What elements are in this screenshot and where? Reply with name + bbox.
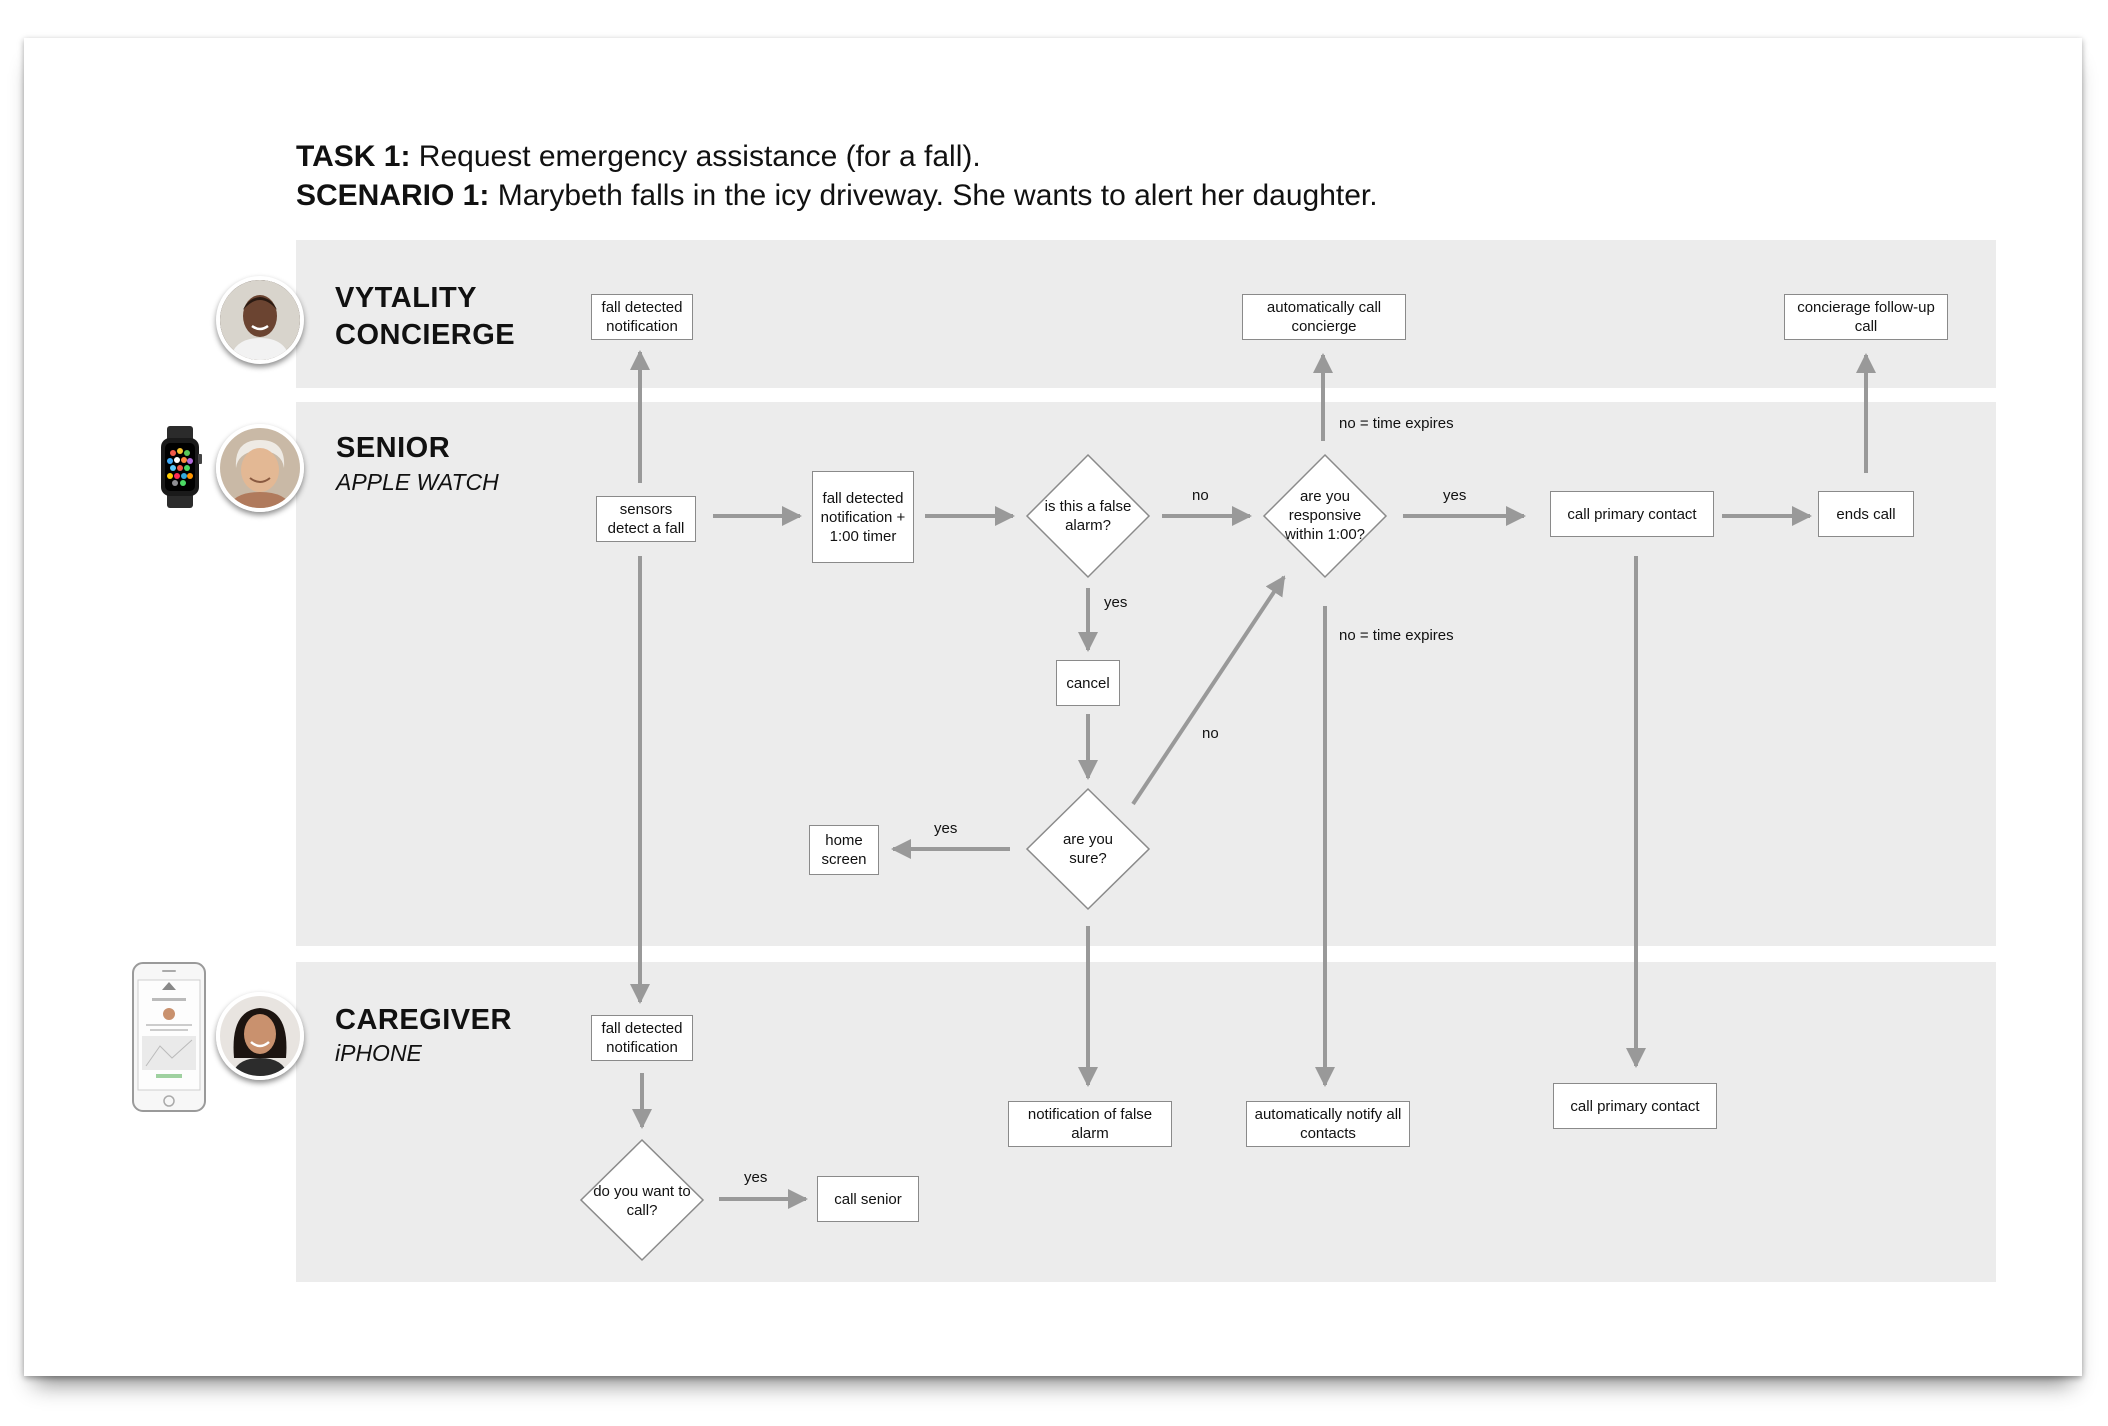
edge-label-yes-responsive: yes	[1443, 487, 1467, 504]
node-notification-false-alarm: notification of false alarm	[1008, 1101, 1172, 1147]
iphone-icon	[132, 962, 206, 1112]
node-concierge-followup: concierage follow-up call	[1784, 294, 1948, 340]
task-text: Request emergency assistance (for a fall…	[418, 140, 981, 173]
are-you-responsive-label: are you responsive within 1:00?	[1284, 487, 1366, 543]
node-fall-notification-timer: fall detected notification + 1:00 timer	[812, 471, 914, 563]
scenario-text: Marybeth falls in the icy driveway. She …	[497, 179, 1378, 212]
edge-label-no-time-expires-top: no = time expires	[1339, 415, 1454, 432]
lane-title-concierge-line1: VYTALITY	[335, 282, 478, 314]
edge-label-yes-are-you-sure: yes	[934, 820, 958, 837]
lane-title-concierge: VYTALITY CONCIERGE	[335, 280, 515, 354]
node-concierge-fall-notification: fall detected notification	[591, 294, 693, 340]
concierge-avatar	[216, 276, 304, 364]
lane-title-caregiver: CAREGIVER	[335, 1004, 512, 1036]
diamond-are-you-responsive	[1262, 453, 1388, 579]
lane-title-senior: SENIOR	[336, 432, 451, 464]
node-sensors-detect: sensors detect a fall	[596, 496, 696, 542]
edge-label-no-are-you-sure: no	[1202, 725, 1219, 742]
scenario-label: SCENARIO 1:	[296, 179, 490, 212]
edge-label-no-false-alarm: no	[1192, 487, 1209, 504]
diamond-do-you-want-call	[579, 1138, 705, 1262]
node-cancel: cancel	[1056, 660, 1120, 706]
senior-avatar	[216, 424, 304, 512]
lane-subtitle-caregiver: iPHONE	[335, 1040, 422, 1066]
edge-label-yes-do-you-want-call: yes	[744, 1169, 768, 1186]
do-you-want-call-label: do you want to call?	[593, 1183, 691, 1219]
edge-label-yes-false-alarm: yes	[1104, 594, 1128, 611]
node-call-primary-contact: call primary contact	[1550, 491, 1714, 537]
arrow-sure-no	[1131, 575, 1286, 806]
node-caregiver-call-primary: call primary contact	[1553, 1083, 1717, 1129]
node-auto-notify-all: automatically notify all contacts	[1246, 1101, 1410, 1147]
concierge-portrait-icon	[220, 280, 300, 360]
is-false-alarm-label: is this a false alarm?	[1044, 498, 1132, 534]
node-call-senior: call senior	[817, 1176, 919, 1222]
caregiver-portrait-icon	[220, 996, 300, 1076]
node-auto-call-concierge: automatically call concierge	[1242, 294, 1406, 340]
senior-portrait-icon	[220, 428, 300, 508]
task-title: TASK 1: Request emergency assistance (fo…	[296, 140, 981, 174]
lane-title-concierge-line2: CONCIERGE	[335, 319, 516, 351]
lane-concierge	[296, 240, 1996, 388]
diamond-is-false-alarm	[1025, 453, 1151, 579]
edge-label-no-time-expires-bottom: no = time expires	[1339, 627, 1454, 644]
task-label: TASK 1:	[296, 140, 411, 173]
diamond-are-you-sure	[1025, 787, 1151, 911]
caregiver-avatar	[216, 992, 304, 1080]
are-you-sure-label: are you sure?	[1062, 831, 1114, 867]
node-caregiver-fall-notification: fall detected notification	[591, 1015, 693, 1061]
scenario-title: SCENARIO 1: Marybeth falls in the icy dr…	[296, 179, 1378, 213]
node-ends-call: ends call	[1818, 491, 1914, 537]
node-home-screen: home screen	[809, 825, 879, 875]
apple-watch-icon	[161, 426, 202, 508]
lane-subtitle-senior: APPLE WATCH	[336, 469, 499, 495]
